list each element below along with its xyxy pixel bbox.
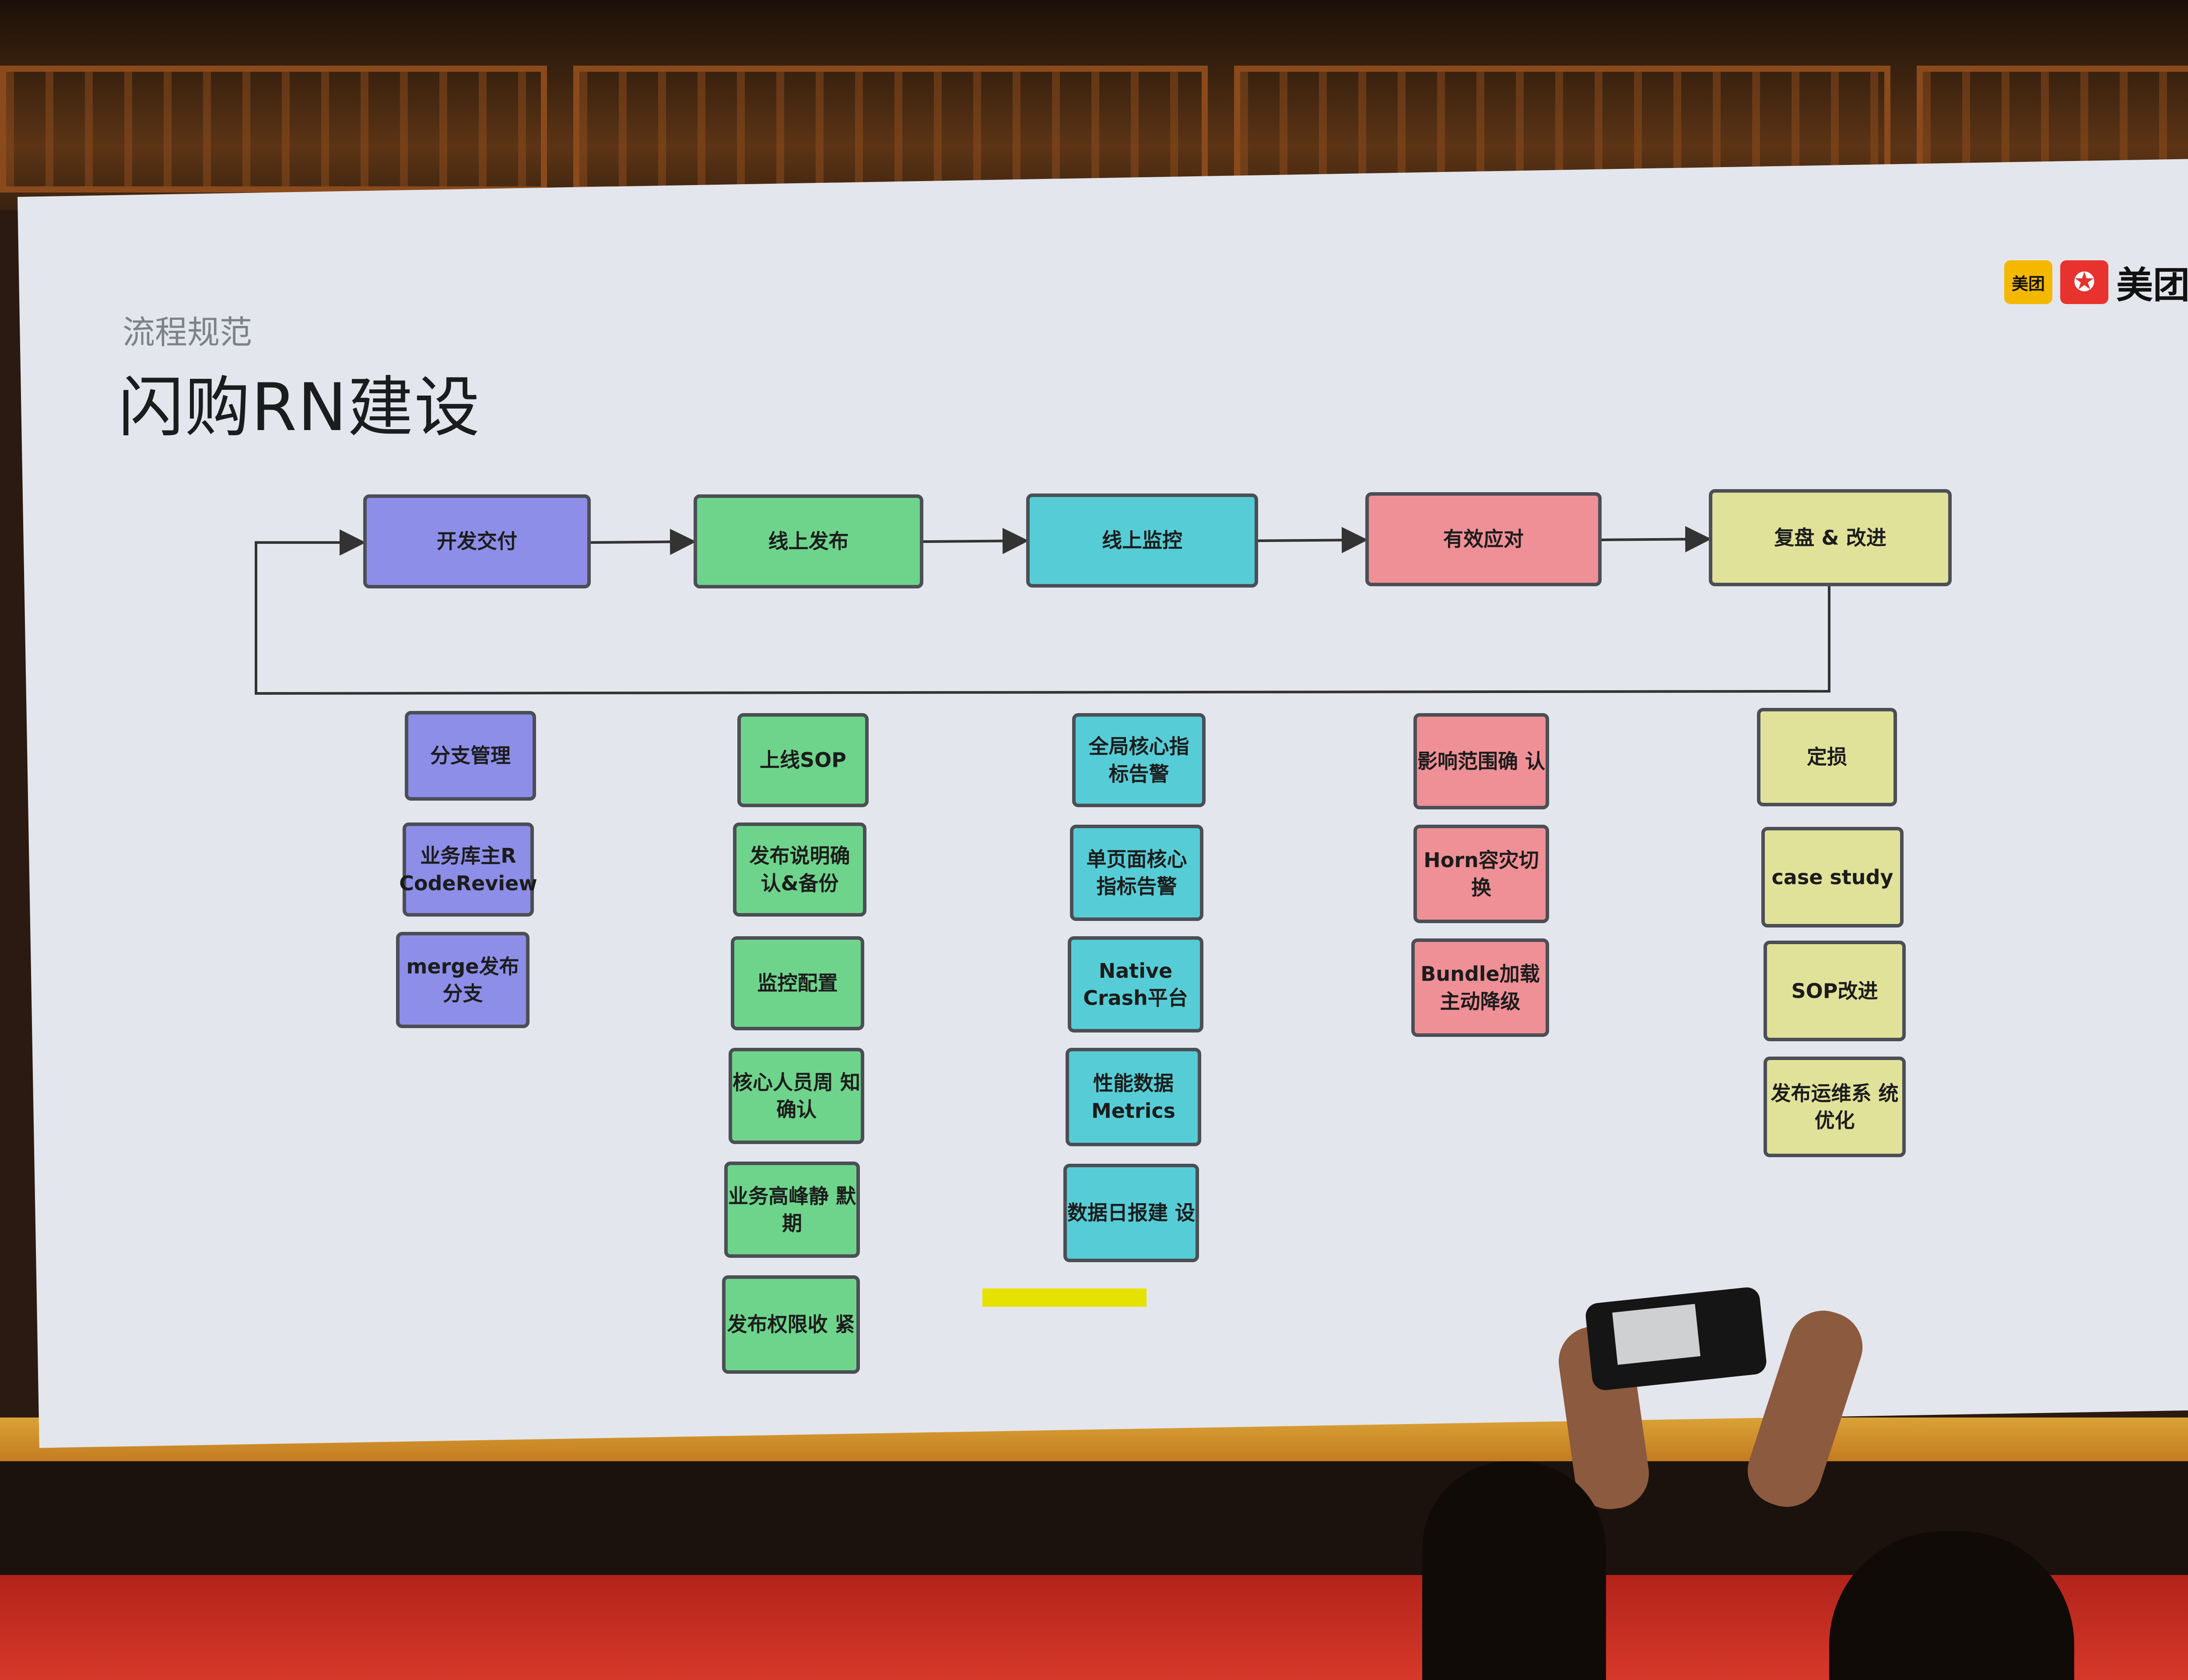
response-item: 影响范围确 认 [1413, 713, 1549, 809]
flow-arrow [923, 541, 1026, 542]
flow-step-response: 有效应对 [1365, 492, 1602, 586]
release-item: 监控配置 [731, 936, 864, 1030]
dev-item: merge发布 分支 [396, 932, 529, 1028]
flow-step-monitoring: 线上监控 [1026, 494, 1258, 588]
release-item: 发布说明确 认&备份 [733, 822, 866, 917]
release-item: 核心人员周 知确认 [729, 1048, 864, 1144]
dev-item: 分支管理 [405, 711, 536, 801]
flow-arrow [1602, 539, 1709, 540]
flow-arrow [1258, 540, 1365, 541]
flow-step-dev-delivery: 开发交付 [363, 494, 591, 588]
release-item: 上线SOP [737, 713, 869, 807]
review-item: 发布运维系 统优化 [1764, 1057, 1906, 1157]
flow-step-review: 复盘 & 改进 [1709, 489, 1952, 586]
review-item: case study [1761, 827, 1904, 928]
audience-head [1422, 1461, 1606, 1680]
monitoring-item: 性能数据 Metrics [1066, 1048, 1201, 1146]
review-item: 定损 [1757, 708, 1897, 806]
dev-item: 业务库主R CodeReview [403, 822, 534, 917]
yellow-pointer-mark [982, 1288, 1147, 1307]
phone-screen [1612, 1304, 1701, 1365]
response-item: Bundle加载 主动降级 [1411, 938, 1549, 1037]
release-item: 业务高峰静 默期 [724, 1162, 860, 1258]
response-item: Horn容灾切 换 [1413, 825, 1549, 923]
monitoring-item: Native Crash平台 [1068, 936, 1203, 1032]
release-item: 发布权限收 紧 [722, 1275, 860, 1374]
monitoring-item: 数据日报建 设 [1063, 1164, 1199, 1262]
monitoring-item: 单页面核心 指标告警 [1070, 825, 1203, 921]
review-item: SOP改进 [1764, 941, 1906, 1041]
flow-step-release: 线上发布 [694, 494, 923, 588]
monitoring-item: 全局核心指 标告警 [1072, 713, 1206, 807]
